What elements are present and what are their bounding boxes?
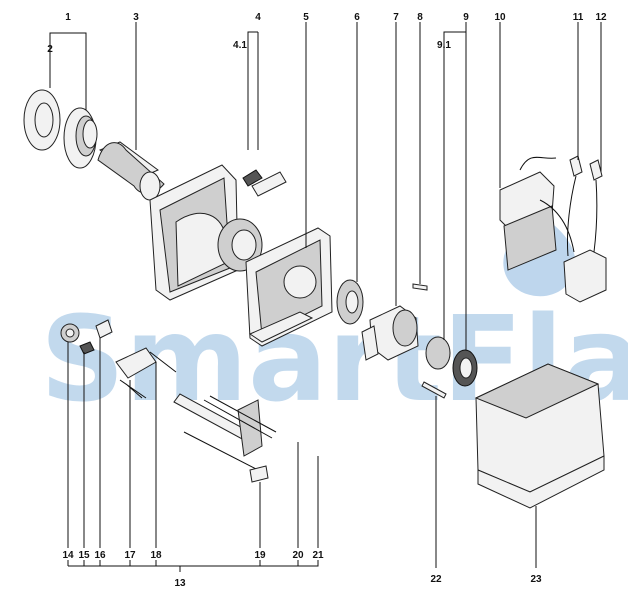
part-22-spindle — [421, 381, 447, 399]
label-16: 16 — [94, 550, 106, 561]
label-8: 8 — [417, 12, 423, 23]
label-13: 13 — [174, 578, 186, 589]
label-22: 22 — [430, 574, 442, 585]
label-6: 6 — [354, 12, 360, 23]
label-4: 4 — [255, 12, 261, 23]
label-19: 19 — [254, 550, 266, 561]
part-9-pump — [425, 336, 478, 387]
label-12: 12 — [595, 12, 607, 23]
part-23-cover-hood — [474, 363, 605, 509]
label-10: 10 — [494, 12, 506, 23]
part-1-flange — [63, 107, 98, 169]
part-6-fan — [336, 279, 364, 325]
label-9: 9 — [463, 12, 469, 23]
label-3: 3 — [133, 12, 139, 23]
leader-lines — [49, 22, 602, 572]
part-14-18-fittings — [60, 319, 177, 399]
part-11-12-ignition — [563, 155, 607, 303]
label-15: 15 — [78, 550, 90, 561]
label-20: 20 — [292, 550, 304, 561]
part-labels: 1 2 3 4 4.1 5 6 7 8 9 9.1 10 11 12 14 15… — [47, 12, 607, 589]
label-11: 11 — [573, 12, 584, 23]
label-4-1: 4.1 — [233, 40, 247, 51]
label-5: 5 — [303, 12, 309, 23]
label-17: 17 — [124, 550, 136, 561]
label-14: 14 — [62, 550, 74, 561]
part-10-control-unit — [499, 156, 575, 271]
label-21: 21 — [312, 550, 324, 561]
part-4-burner-housing — [149, 164, 287, 301]
label-1: 1 — [65, 12, 71, 23]
label-7: 7 — [393, 12, 399, 23]
part-19-21-nozzle-assembly — [173, 393, 277, 483]
label-18: 18 — [150, 550, 162, 561]
part-2-gasket — [23, 89, 61, 151]
part-5-mounting-plate — [245, 227, 333, 347]
label-2: 2 — [47, 44, 53, 55]
part-7-motor — [361, 305, 419, 361]
label-23: 23 — [530, 574, 542, 585]
part-8-shaft — [412, 283, 428, 291]
part-3-blast-tube — [97, 141, 165, 201]
label-9-1: 9.1 — [437, 40, 451, 51]
part-fan-wheel — [217, 218, 263, 272]
